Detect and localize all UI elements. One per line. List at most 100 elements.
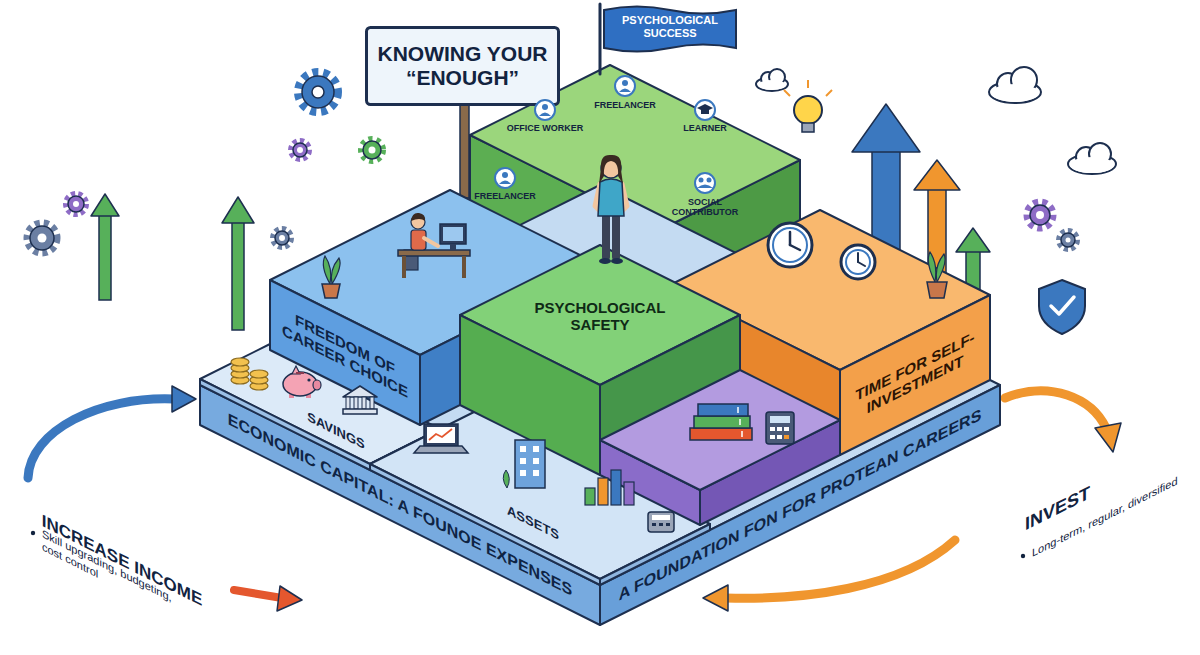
laptop [414,424,468,453]
gear [1061,233,1075,247]
gear [68,196,84,212]
clock [841,245,875,279]
piggy-bank [313,380,321,390]
role-icon [707,178,712,183]
growth-arrow [852,104,920,152]
role-icon [539,113,551,117]
desk-worker [398,213,470,278]
role-icon [699,178,704,183]
desk-worker [462,256,466,278]
clock [858,262,865,266]
standing-woman [612,214,620,260]
clock [789,232,792,245]
cycle-arrow [28,386,196,478]
gear [66,194,86,214]
role-icon [701,110,709,114]
gear [369,147,376,154]
piggy-bank [307,378,310,381]
piggy-bank [283,366,321,398]
gear [1027,202,1053,228]
gear [66,194,86,214]
desk-worker [398,250,470,256]
role-label: LEARNER [675,122,735,135]
piggy-bank [283,372,317,396]
tier-label: FREEDOM OF CAREER CHOICE [270,280,420,425]
laptop [427,427,455,443]
office-building [520,458,526,464]
growth-arrow [222,197,254,330]
sign-text: KNOWING YOUR “ENOUGH” [365,26,560,106]
calculator [659,523,663,526]
growth-arrow [222,197,254,223]
role-label: FREELANCER [470,190,540,203]
laptop [424,424,458,446]
calculator [652,515,670,520]
shield-check [1039,280,1085,334]
bullet-dot [1021,554,1025,558]
calculator [666,523,670,526]
calculator [777,427,782,431]
book-stack [690,428,752,440]
cycle-arrow [28,399,174,478]
calculator [770,435,775,439]
growth-arrow [91,194,119,300]
sign-post [460,104,469,198]
growth-arrow [956,228,990,252]
gear [1059,231,1077,249]
potted-plant [331,258,340,284]
gear [298,72,338,112]
light-bulb [807,80,809,88]
calculator [652,523,656,526]
shield-check [1039,280,1085,334]
cycle-arrow [277,586,302,611]
cloud [1070,157,1114,173]
clock [773,228,807,262]
block-face [200,185,1000,585]
calculator [770,416,790,423]
bank-building [343,386,377,397]
text-slot: PSYCHOLOGICAL SAFETY [525,297,675,335]
bar-chart [585,488,595,505]
role-label: OFFICE WORKER [499,122,591,135]
text-slot: PSYCHOLOGICAL SUCCESS [604,8,736,46]
clock [790,245,800,250]
cycle-arrow [726,540,955,598]
gear [279,235,285,241]
flag-text: PSYCHOLOGICAL SUCCESS [604,8,736,46]
bar-chart [624,482,634,505]
potted-plant [323,256,330,284]
gear [298,72,338,112]
book-stack [694,416,750,428]
cycle-arrow [1095,423,1121,452]
role-icon [499,181,511,185]
purple-tier [600,370,840,525]
standing-woman [595,155,627,264]
bank-building [343,409,377,414]
office-building [520,446,526,452]
cloud [989,67,1041,103]
calculator [784,435,789,439]
gear [1030,205,1050,225]
clock [846,250,870,274]
role-icon [695,173,715,193]
cycle-arrow [234,586,302,611]
growth-arrow [914,160,960,190]
gear [291,141,309,159]
gear [297,147,303,153]
desk-worker [450,244,456,250]
tier-label: PSYCHOLOGICAL SAFETY [525,297,675,335]
cycle-arrow [172,386,196,412]
gear [363,141,381,159]
potted-plant [927,282,947,298]
standing-woman [611,258,623,264]
gear [1066,238,1071,243]
flag-outline [604,7,736,52]
sign-post [460,104,469,198]
role-icon [697,185,713,189]
role-icon [619,89,631,93]
desk-worker [402,256,406,278]
calculator [766,412,794,444]
gear [27,223,57,253]
bullet-dot [31,531,1025,558]
role-icon [535,100,555,120]
